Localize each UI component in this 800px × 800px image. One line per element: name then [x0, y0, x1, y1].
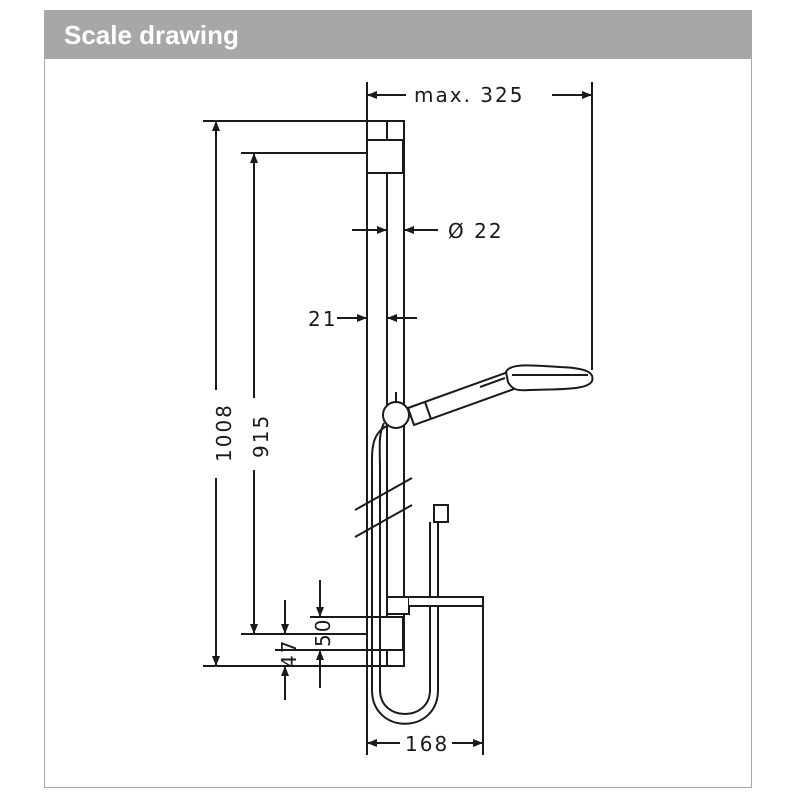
dim-label-bar-height: 915: [249, 414, 273, 458]
dim-label-offset-47: 47: [277, 639, 301, 668]
dim-label-diameter: Ø 22: [448, 219, 504, 243]
soap-shelf: [409, 596, 484, 607]
shower-head: [504, 364, 594, 392]
panel-header: Scale drawing: [45, 11, 751, 59]
break-mark: [354, 477, 413, 511]
shower-hose: [370, 422, 439, 725]
hose-connector: [433, 504, 449, 523]
dim-label-shelf-depth: 168: [405, 732, 449, 756]
slider-knob: [382, 401, 410, 429]
handle-ring: [424, 401, 432, 420]
dim-label-total-height: 1008: [212, 403, 236, 462]
dim-label-offset-50: 50: [311, 618, 335, 647]
panel-title: Scale drawing: [64, 20, 239, 50]
break-mark: [354, 504, 413, 538]
dim-label-max-reach: max. 325: [414, 83, 524, 107]
shower-hose-inner: [378, 422, 431, 715]
dim-label-wall-gap: 21: [308, 307, 337, 331]
top-bracket: [366, 139, 404, 174]
handle-detail: [479, 377, 506, 388]
shelf-holder: [386, 596, 410, 615]
